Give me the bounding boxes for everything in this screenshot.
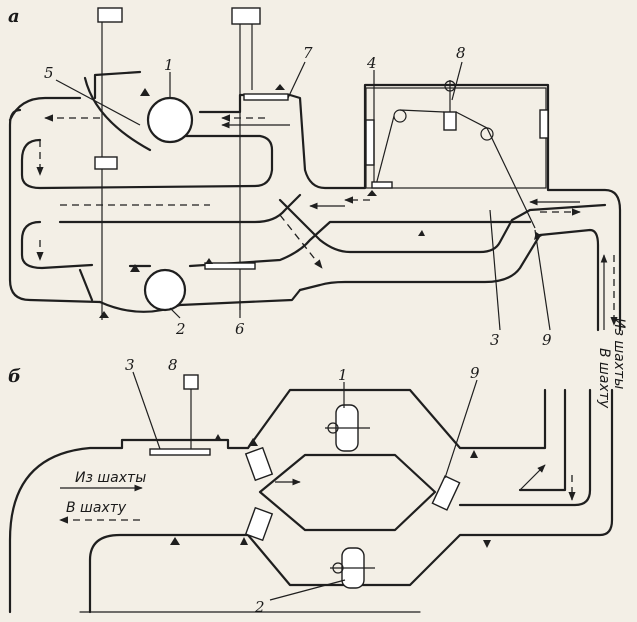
triangle-marker [130, 264, 140, 272]
label-8-b: 8 [168, 356, 178, 374]
flow-arrow [519, 464, 546, 491]
label-9-b: 9 [470, 364, 480, 382]
triangle-marker [248, 438, 258, 446]
label-4: 4 [366, 54, 377, 72]
damper-room-door [539, 109, 549, 139]
leader-3-b [132, 371, 161, 450]
triangle-marker [214, 434, 222, 441]
label-8: 8 [456, 44, 466, 62]
label-3-b: 3 [125, 356, 135, 374]
triangle-marker [170, 537, 180, 545]
winch-8 [375, 80, 536, 229]
duct-b-inner-right [518, 388, 567, 492]
panel-label-a: а [8, 6, 20, 27]
diagram-a: а 5 1 7 4 8 2 6 3 9 В шахту Из шахты [8, 6, 627, 409]
leader-5 [55, 79, 141, 126]
label-6: 6 [235, 320, 245, 338]
triangle-marker [418, 230, 425, 236]
duct-a-diagonal-outer [278, 198, 607, 254]
triangle-marker [275, 84, 285, 90]
duct-a-bottom-wall [98, 288, 302, 313]
handwheel-right [231, 7, 261, 310]
triangle-marker [483, 540, 491, 548]
gate-left-upper [244, 446, 274, 482]
label-from-shaft-a: Из шахты [611, 318, 627, 389]
duct-a-upper-wall [93, 70, 622, 332]
label-2-b: 2 [254, 598, 265, 616]
handwheel-left [97, 7, 123, 320]
label-to-shaft-a: В шахту [596, 348, 612, 409]
panel-label-b: б [8, 366, 21, 387]
diagram-b: б 3 8 1 9 2 Из шахты В шахту [8, 356, 614, 616]
label-9: 9 [542, 331, 552, 349]
fan-2-lower [143, 268, 187, 312]
leader-2-b [269, 579, 346, 601]
damper-room [365, 87, 547, 189]
damper-3 [149, 448, 211, 456]
duct-a-lower-channel [58, 193, 600, 332]
leader-8 [451, 61, 463, 101]
label-2: 2 [175, 320, 186, 338]
gate-9 [431, 475, 461, 511]
duct-b-outlet [458, 388, 592, 507]
triangle-marker [205, 258, 213, 264]
label-1-b: 1 [338, 366, 348, 384]
label-3: 3 [490, 331, 500, 349]
leader-9 [534, 229, 551, 331]
triangle-marker [240, 537, 248, 545]
fan-b-lower [330, 547, 375, 589]
handwheel-middle [94, 156, 118, 170]
label-from-shaft-b: Из шахты [75, 470, 146, 486]
flow-arrow [279, 214, 323, 269]
duct-b-inlet-outer [8, 438, 250, 614]
damper-room-wall [365, 119, 375, 166]
damper-6 [204, 262, 256, 270]
duct-a-mid-channel [20, 220, 532, 270]
damper-7 [243, 93, 289, 101]
triangle-marker [470, 450, 478, 458]
duct-a-left-shell [78, 76, 152, 302]
duct-b-inlet-inner [88, 533, 250, 614]
triangle-marker [367, 190, 377, 196]
gate-left-lower [244, 506, 274, 542]
leader-2 [169, 307, 181, 319]
leader-9-b [444, 379, 478, 479]
fan-1-upper [146, 96, 194, 144]
chamber-b-upper [246, 388, 547, 450]
winch-8-b [183, 374, 199, 449]
leader-3 [489, 209, 501, 331]
duct-a-inner-loop [20, 134, 274, 190]
triangle-marker [99, 311, 109, 318]
fan-b-upper [325, 404, 370, 452]
chamber-b-lower [246, 388, 614, 587]
chamber-b-middle [258, 453, 437, 532]
label-5: 5 [44, 64, 54, 82]
label-7: 7 [303, 44, 313, 62]
damper-4 [371, 181, 393, 189]
label-1: 1 [164, 56, 174, 74]
label-to-shaft-b: В шахту [66, 500, 127, 516]
leader-7 [287, 61, 306, 99]
triangle-marker [140, 88, 150, 96]
duct-a-outer-wall [8, 96, 102, 304]
